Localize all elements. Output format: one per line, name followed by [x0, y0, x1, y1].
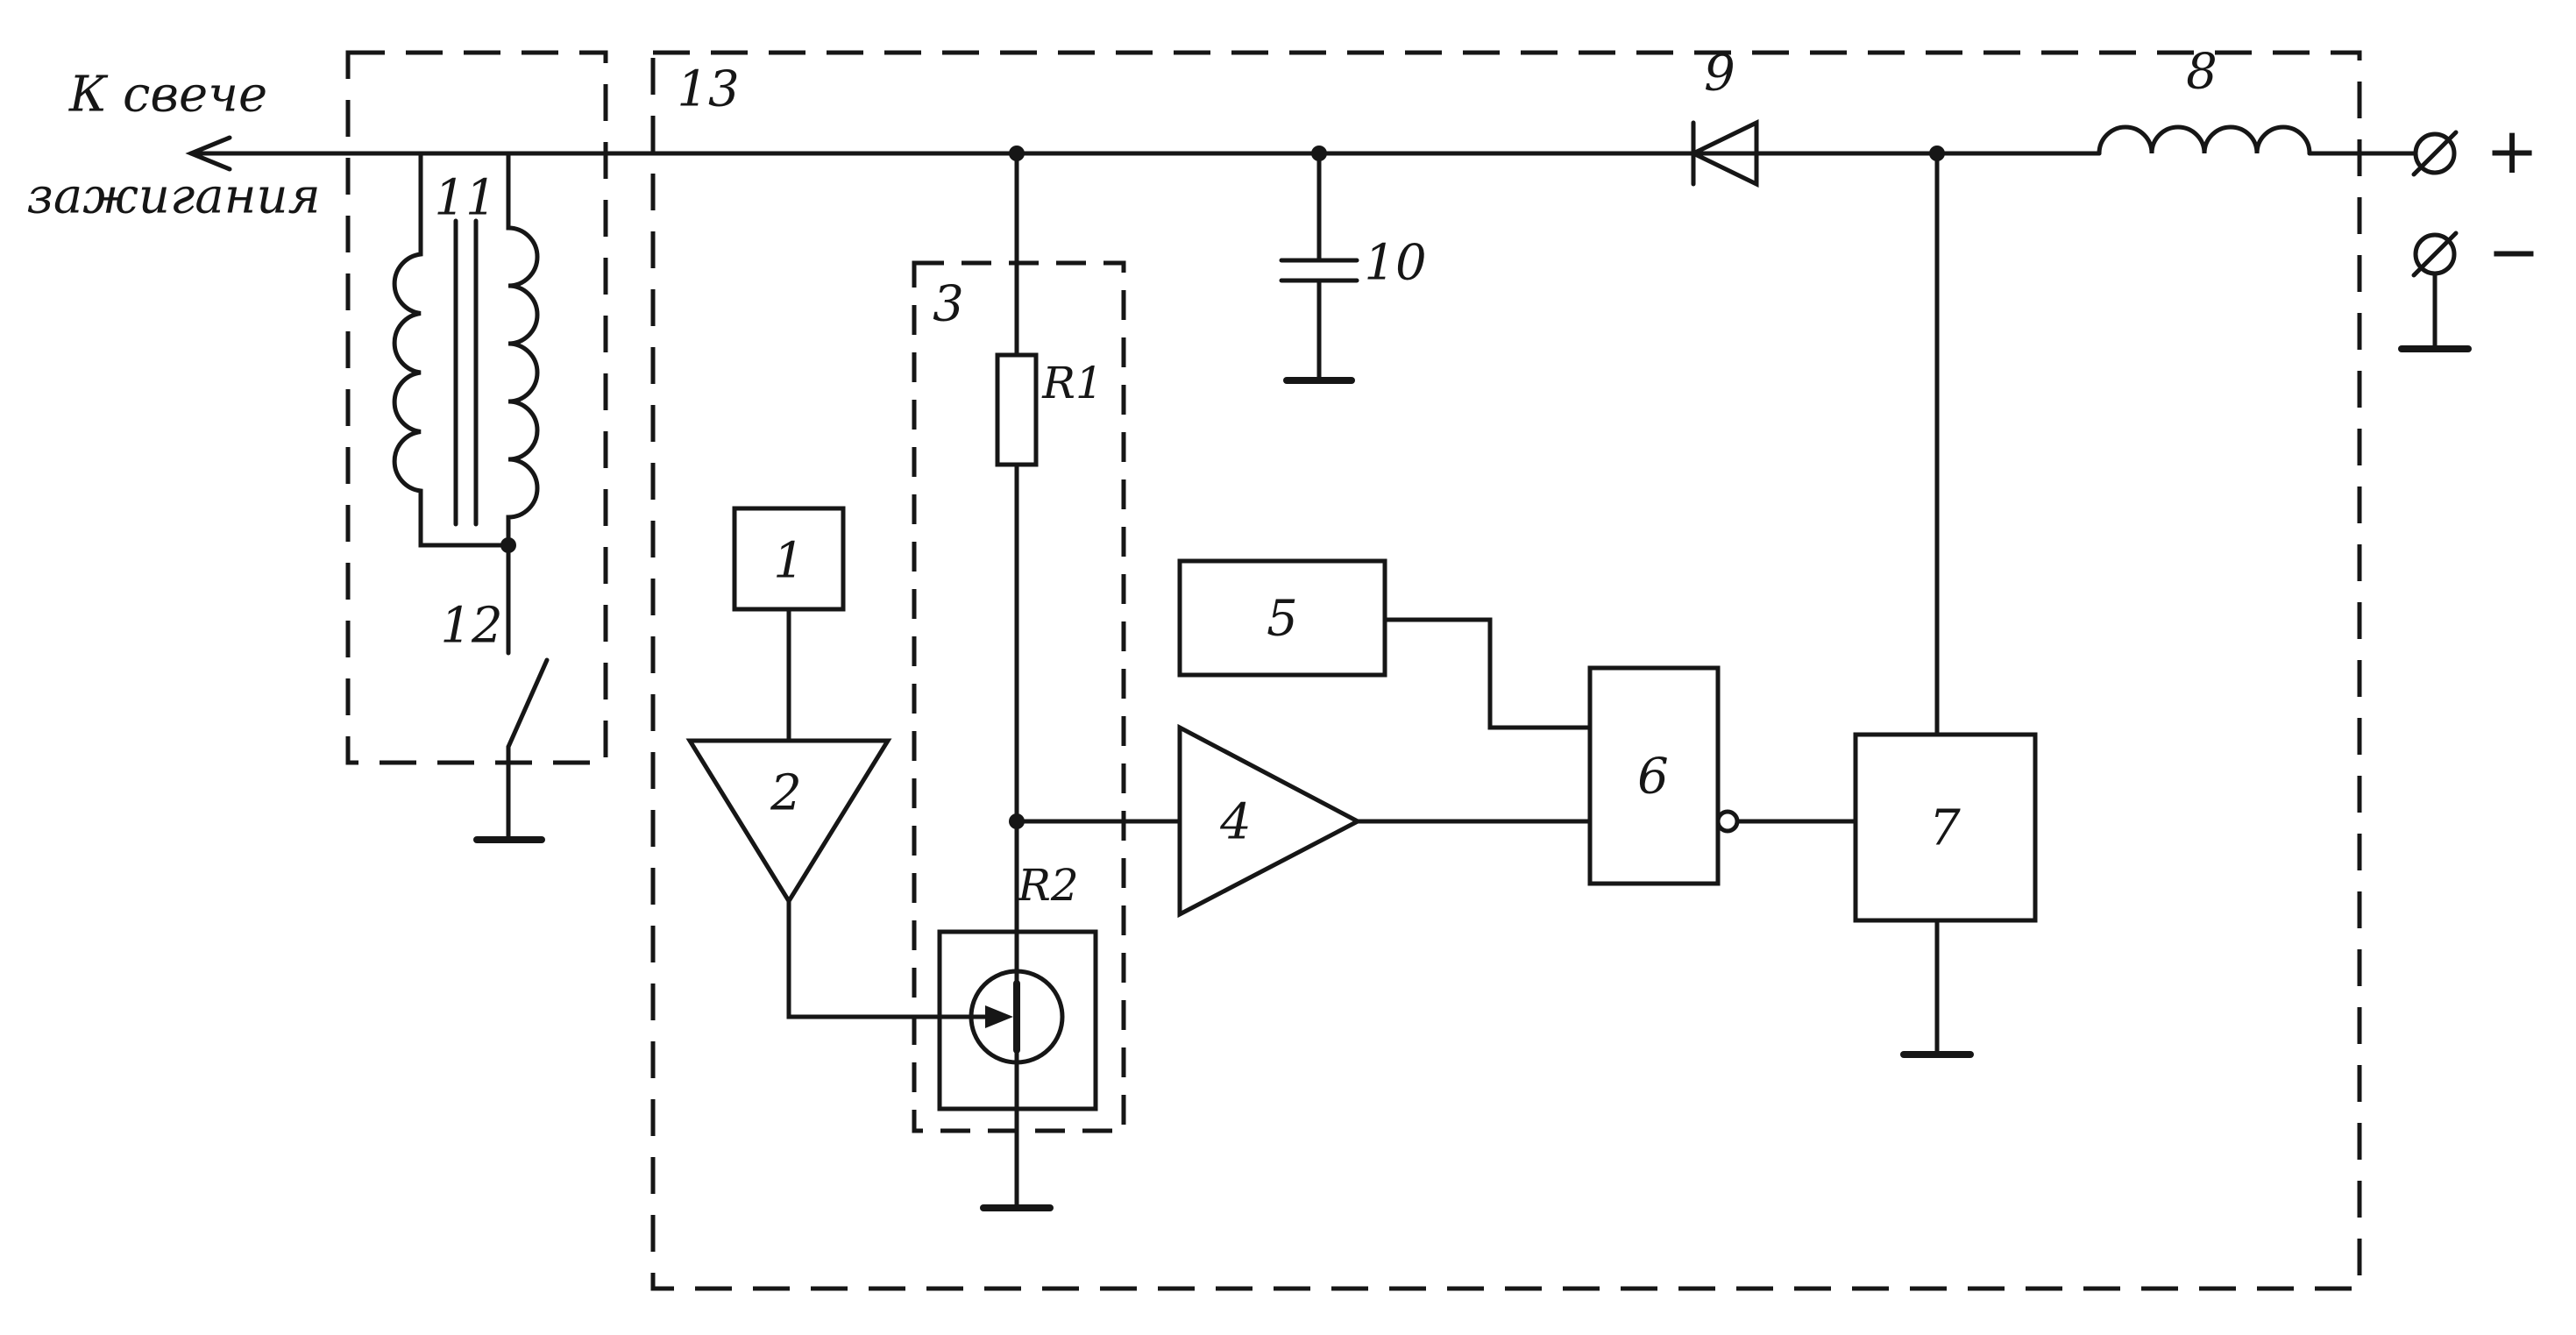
capacitor-10-label: 10	[1364, 235, 1426, 292]
comparator-chain: 4 5 6	[1014, 558, 1858, 919]
diode-9: 9	[1688, 46, 1759, 188]
supply-terminals: + −	[2398, 114, 2540, 352]
ignition-coil-block: 11 12	[345, 50, 608, 843]
junction-dots	[1009, 146, 1945, 161]
plus-terminal-icon	[2413, 131, 2457, 175]
block-5-to-6-wire	[1382, 617, 1593, 730]
diode-9-label: 9	[1704, 46, 1735, 103]
block-7-label: 7	[1929, 800, 1961, 857]
plus-terminal-slash	[2411, 130, 2459, 177]
spark-plug-caption-line2: зажигания	[26, 168, 320, 225]
inductor-8: 8	[2097, 44, 2312, 156]
output-stage-7: 7	[1853, 151, 2038, 1058]
inductor-8-label: 8	[2186, 44, 2218, 101]
diode-icon	[1688, 119, 1759, 188]
block-6-label: 6	[1637, 749, 1669, 806]
amplifier-4-icon	[1177, 723, 1363, 919]
primary-winding-icon	[392, 151, 511, 548]
minus-terminal-slash	[2411, 231, 2459, 278]
spark-plug-caption-line1: К свече	[68, 67, 267, 124]
amplifier-2-icon	[685, 738, 892, 905]
inductor-icon	[2097, 124, 2312, 156]
breaker-blade-icon	[506, 657, 550, 749]
block-3-label: 3	[933, 276, 964, 333]
amplifier-2-label: 2	[770, 765, 802, 822]
divider-block-3: 3 R1 R2	[912, 151, 1126, 1211]
gate-drive-wire	[786, 898, 1000, 1019]
block-1-label: 1	[773, 533, 805, 590]
transistor-r2-label: R2	[1017, 860, 1078, 911]
spark-plug-output: К свече зажигания	[26, 67, 320, 225]
transformer-label: 11	[434, 170, 496, 227]
plus-sign: +	[2486, 114, 2538, 188]
coil-block-boundary	[345, 50, 608, 765]
secondary-winding-icon	[506, 151, 540, 656]
amplifier-4-label: 4	[1219, 794, 1252, 851]
inverter-bubble-icon	[1715, 809, 1740, 834]
unit-13-boundary	[650, 50, 2362, 1291]
junction-dot-capacitor	[1311, 146, 1327, 161]
block-5-label: 5	[1267, 591, 1298, 648]
minus-sign: −	[2487, 215, 2540, 288]
resistor-r1-icon	[995, 352, 1039, 467]
control-block-1: 1 2	[685, 506, 1013, 1028]
junction-dot-block-7	[1929, 146, 1945, 161]
unit-13-label: 13	[677, 61, 739, 118]
junction-dot-r1	[1009, 146, 1025, 161]
electronic-unit: 13	[650, 50, 2362, 1291]
breaker-label: 12	[440, 598, 502, 655]
block-6-box	[1587, 665, 1721, 886]
gate-arrow-icon	[985, 1005, 1013, 1028]
resistor-r1-label: R1	[1041, 358, 1103, 408]
junction-dot-coil	[500, 537, 516, 553]
block-7-box	[1853, 732, 2038, 923]
capacitor-10: 10	[1279, 151, 1427, 384]
